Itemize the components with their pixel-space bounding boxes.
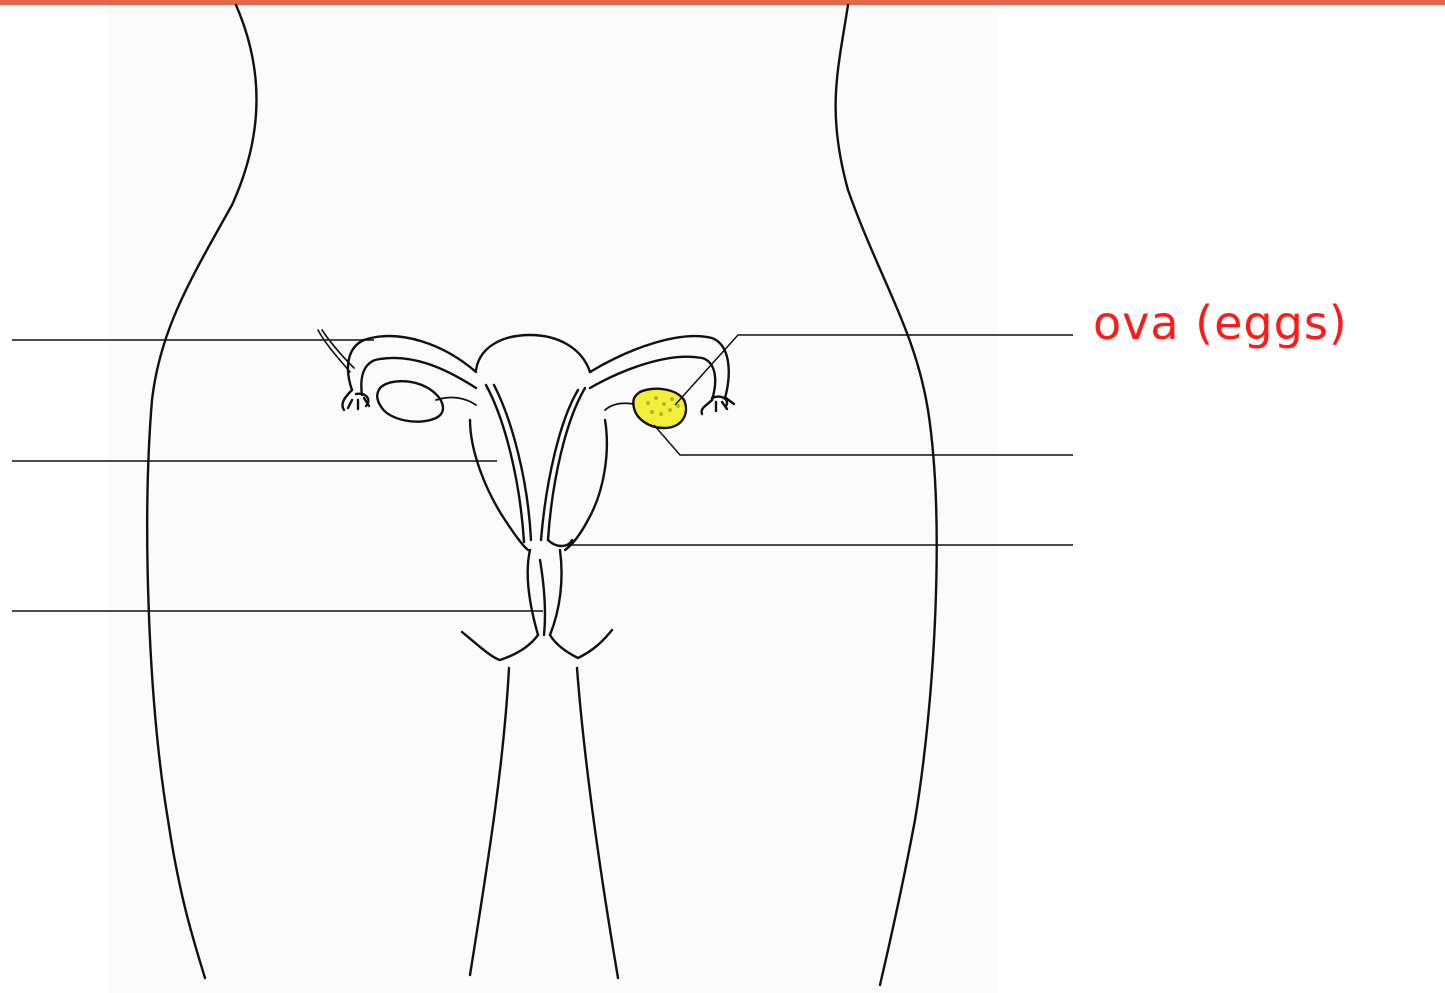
ovum-dot xyxy=(676,404,680,408)
vagina-outline-left xyxy=(528,550,538,635)
ovum-dot xyxy=(668,408,672,412)
uterus-left-wall xyxy=(470,420,528,550)
ovum-dot xyxy=(670,397,674,401)
vulva-left xyxy=(462,632,538,660)
uterus-fundus xyxy=(476,335,590,372)
inner-leg-left xyxy=(470,668,509,975)
uterine-cavity-right xyxy=(548,388,585,540)
ligament-left xyxy=(318,330,350,372)
body-outline-left xyxy=(147,5,256,978)
body-outline-right xyxy=(836,5,937,985)
leader-line-ova xyxy=(675,335,1073,405)
inner-leg-right xyxy=(577,668,618,978)
vulva-right xyxy=(550,630,612,658)
ovum-dot xyxy=(662,402,666,406)
uterus-right-wall xyxy=(565,420,607,550)
ovary-left xyxy=(377,381,443,421)
vagina-outline-right xyxy=(550,550,562,635)
ovarian-ligament-right xyxy=(605,403,634,410)
leader-line-ovary xyxy=(654,425,1073,455)
ligament-left-2 xyxy=(322,330,354,368)
ova-label: ova (eggs) xyxy=(1093,300,1348,346)
ovum-dot xyxy=(659,412,663,416)
fimbriae-left xyxy=(342,390,369,410)
ovum-dot xyxy=(650,410,654,414)
ovary-right xyxy=(633,389,686,428)
ovum-dot xyxy=(654,396,658,400)
vaginal-canal xyxy=(540,560,545,635)
ovum-dot xyxy=(646,401,650,405)
fimbriae-right xyxy=(702,397,734,414)
